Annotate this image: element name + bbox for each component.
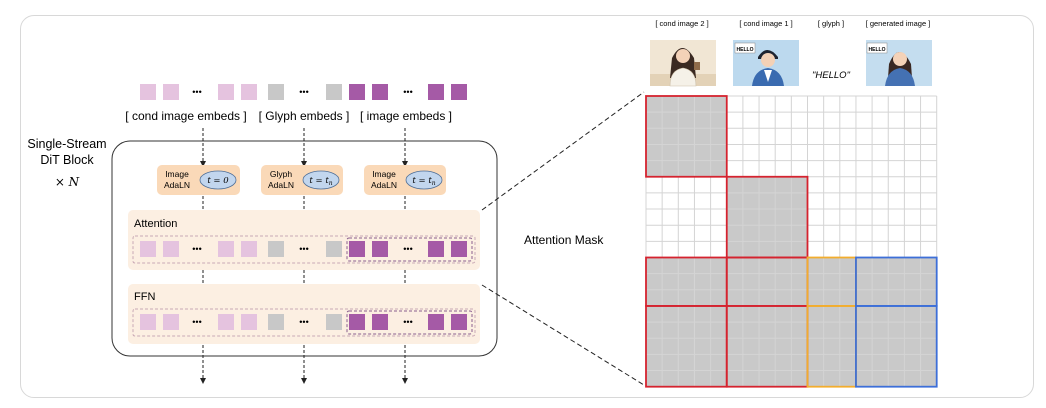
token-cond [140, 241, 156, 257]
attention-panel [128, 210, 480, 270]
token-cond [218, 84, 234, 100]
thumb-cond-image-2 [650, 40, 716, 87]
token-glyph [326, 314, 342, 330]
zoom-line-top [481, 91, 645, 211]
mask-block [646, 96, 727, 177]
mask-block [807, 305, 856, 387]
token-cond [163, 241, 179, 257]
token-image [372, 314, 388, 330]
token-cond [140, 314, 156, 330]
t-value-0: t = 0 [207, 176, 229, 186]
svg-text:AdaLN: AdaLN [371, 180, 397, 190]
token-cond [163, 84, 179, 100]
attention-token-frame [132, 235, 476, 264]
ffn-image-group [346, 310, 473, 335]
token-cond [241, 84, 257, 100]
mask-block [726, 305, 808, 387]
thumb-generated-image: HELLO [866, 40, 932, 86]
token-image [428, 84, 444, 100]
attention-mask-label: Attention Mask [524, 233, 604, 247]
token-image [349, 314, 365, 330]
t-value-1: t = tn [309, 176, 332, 187]
ffn-token-frame [132, 308, 476, 337]
token-cond [241, 314, 257, 330]
repeat-count: × N [55, 175, 80, 189]
token-image [451, 241, 467, 257]
cond-image-embeds-label: [ cond image embeds ] [125, 109, 246, 123]
token-image [451, 314, 467, 330]
token-cond [241, 241, 257, 257]
token-image [451, 84, 467, 100]
ellipsis: ••• [192, 87, 201, 97]
ellipsis: ••• [192, 244, 201, 254]
mask-block [646, 257, 727, 306]
col-label-glyph: [ glyph ] [818, 19, 844, 28]
svg-text:Image: Image [372, 169, 396, 179]
token-image [428, 241, 444, 257]
token-cond [163, 314, 179, 330]
mask-border-blue [855, 305, 938, 388]
token-glyph [268, 84, 284, 100]
mask-block [726, 176, 808, 258]
adaln-image-gen: Image AdaLN t = tn [364, 165, 446, 195]
block-title-line1: Single-Stream [27, 137, 106, 151]
ffn-token-row: ••• ••• ••• [140, 314, 467, 330]
token-image [349, 241, 365, 257]
input-token-row: ••• ••• ••• [140, 84, 467, 100]
zoom-line-bottom [481, 284, 645, 386]
block-title-line2: DiT Block [40, 153, 94, 167]
ffn-panel [128, 284, 480, 344]
adaln-image-cond: Image AdaLN t = 0 [157, 165, 240, 195]
mask-visible-blocks [646, 96, 937, 387]
glyph-text: "HELLO" [812, 70, 851, 81]
svg-text:HELLO: HELLO [737, 47, 754, 53]
svg-text:Image: Image [165, 169, 189, 179]
mask-block-borders [645, 95, 938, 388]
token-glyph [268, 314, 284, 330]
ellipsis: ••• [403, 244, 412, 254]
col-label-cond1: [ cond image 1 ] [739, 19, 792, 28]
token-cond [140, 84, 156, 100]
t-value-2: t = tn [412, 176, 435, 187]
image-embeds-label: [ image embeds ] [360, 109, 452, 123]
token-glyph [326, 84, 342, 100]
attention-label: Attention [134, 218, 177, 230]
attention-token-row: ••• ••• ••• [140, 241, 467, 257]
mask-border-red [645, 95, 728, 178]
ellipsis: ••• [192, 317, 201, 327]
thumb-cond-image-1: HELLO [733, 40, 799, 86]
svg-text:Glyph: Glyph [270, 169, 292, 179]
ellipsis: ••• [299, 317, 308, 327]
svg-text:AdaLN: AdaLN [268, 180, 294, 190]
ellipsis: ••• [299, 244, 308, 254]
col-label-generated: [ generated image ] [866, 19, 931, 28]
token-image [349, 84, 365, 100]
col-label-cond2: [ cond image 2 ] [655, 19, 708, 28]
ellipsis: ••• [403, 317, 412, 327]
token-cond [218, 314, 234, 330]
token-glyph [326, 241, 342, 257]
mask-block [855, 257, 937, 306]
mask-block [855, 305, 937, 387]
token-image [372, 84, 388, 100]
token-image [372, 241, 388, 257]
svg-text:AdaLN: AdaLN [164, 180, 190, 190]
ellipsis: ••• [403, 87, 412, 97]
attention-image-group [346, 237, 473, 262]
token-glyph [268, 241, 284, 257]
mask-block [807, 257, 856, 306]
token-image [428, 314, 444, 330]
glyph-embeds-label: [ Glyph embeds ] [259, 109, 350, 123]
ffn-label: FFN [134, 291, 155, 303]
svg-text:HELLO: HELLO [869, 47, 886, 53]
mask-block [646, 305, 727, 387]
adaln-glyph: Glyph AdaLN t = tn [261, 165, 343, 195]
token-cond [218, 241, 234, 257]
mask-block [726, 257, 808, 306]
ellipsis: ••• [299, 87, 308, 97]
